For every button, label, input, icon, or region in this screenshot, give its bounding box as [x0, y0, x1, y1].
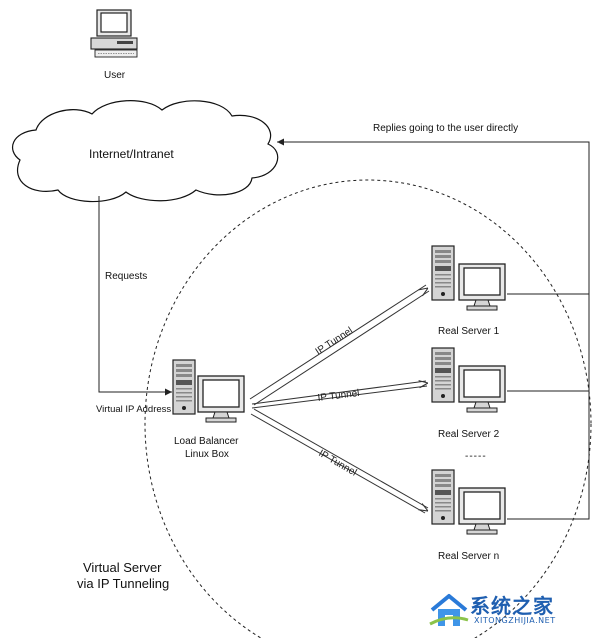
load-balancer-icon	[172, 359, 245, 423]
requests-arrow	[98, 196, 172, 396]
user-label: User	[104, 70, 126, 81]
requests-label: Requests	[105, 271, 148, 282]
real-server-1-icon	[431, 245, 506, 311]
load-balancer-label: Load Balancer	[174, 436, 239, 447]
real-server-1-label: Real Server 1	[438, 326, 500, 337]
site-watermark: 系统之家 XITONGZHIJIA.NET	[426, 586, 600, 638]
house-logo-icon	[429, 594, 469, 626]
watermark-url: XITONGZHIJIA.NET	[474, 616, 556, 625]
ellipsis-dashes: -----	[465, 451, 487, 462]
tunnel-label-3: IP Tunnel	[317, 448, 359, 479]
ip-tunnel-3	[250, 408, 428, 514]
ip-tunnel-1	[249, 284, 430, 406]
real-server-n-icon	[431, 469, 506, 535]
watermark-title: 系统之家	[470, 594, 554, 618]
load-balancer-sublabel: Linux Box	[185, 449, 229, 460]
virtual-server-boundary	[144, 179, 592, 638]
replies-label: Replies going to the user directly	[373, 123, 519, 134]
virtual-ip-label: Virtual IP Address	[96, 404, 172, 415]
replies-arrow	[277, 138, 590, 294]
caption-line-1: Virtual Server	[83, 560, 162, 575]
ip-tunnel-2	[251, 381, 428, 409]
user-computer-icon	[90, 9, 138, 58]
tunnel-label-2: IP Tunnel	[317, 388, 360, 404]
internet-cloud-shape	[11, 100, 279, 203]
real-server-2-icon	[431, 347, 506, 413]
replies-return-line	[507, 293, 590, 520]
real-server-n-label: Real Server n	[438, 551, 500, 562]
cloud-label: Internet/Intranet	[89, 147, 174, 161]
caption-line-2: via IP Tunneling	[77, 576, 170, 591]
real-server-2-label: Real Server 2	[438, 429, 500, 440]
